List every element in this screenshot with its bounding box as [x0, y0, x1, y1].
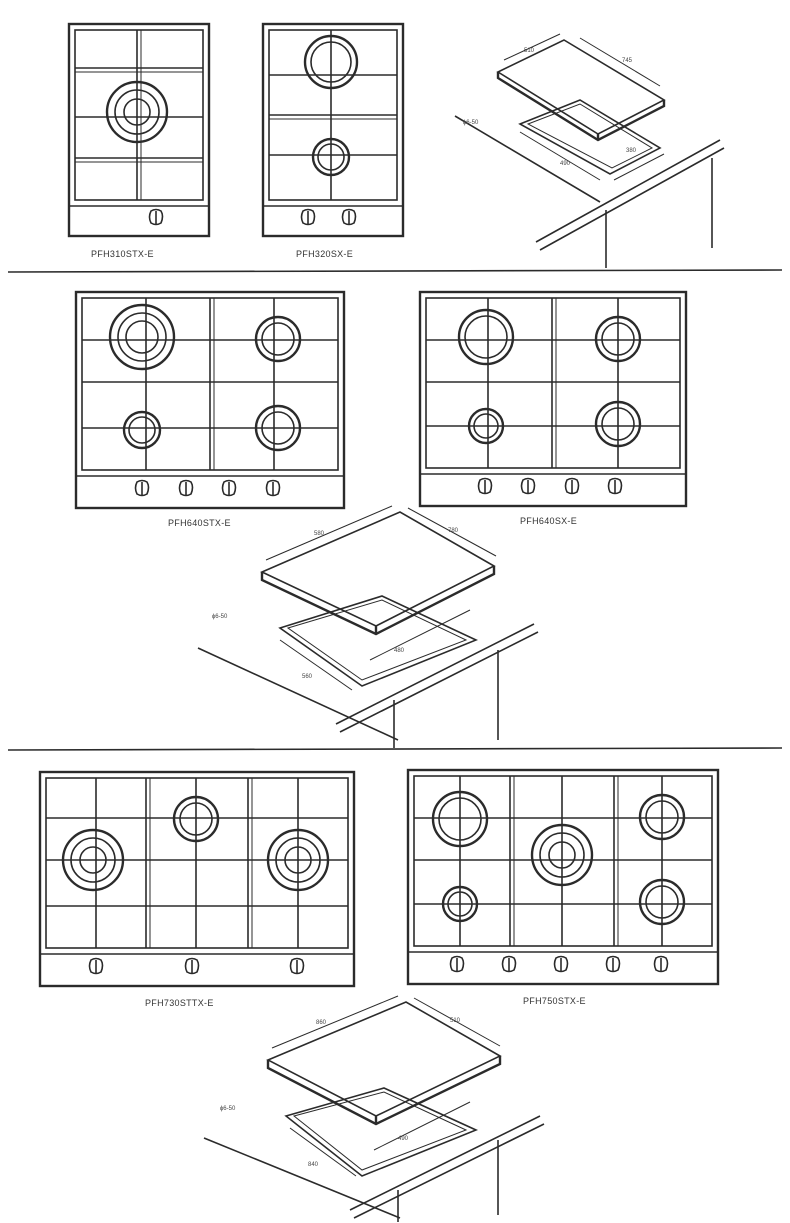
control-knob: [553, 955, 569, 973]
model-label-PFH640STX-E: PFH640STX-E: [168, 518, 231, 528]
hob-two-burner: [261, 22, 405, 238]
section-divider: [7, 747, 783, 751]
dim-label: ɸ6-50: [463, 120, 479, 126]
control-knob: [449, 955, 465, 973]
dim-label: 490: [398, 1136, 409, 1142]
control-knob: [341, 208, 357, 226]
control-knob: [88, 957, 104, 975]
dim-label: 580: [314, 531, 325, 537]
model-label-PFH730STTX-E: PFH730STTX-E: [145, 998, 214, 1008]
control-knob: [265, 479, 281, 497]
dim-label: 745: [622, 58, 633, 64]
dim-label: 840: [308, 1162, 319, 1168]
dim-label: 480: [394, 648, 405, 654]
dim-label: 490: [560, 161, 571, 167]
dim-label: 510: [524, 48, 535, 54]
model-label-PFH750STX-E: PFH750STX-E: [523, 996, 586, 1006]
section-divider: [7, 269, 783, 273]
control-knob: [221, 479, 237, 497]
control-knob: [653, 955, 669, 973]
control-knob: [607, 477, 623, 495]
model-label-PFH640SX-E: PFH640SX-E: [520, 516, 577, 526]
control-knob: [501, 955, 517, 973]
control-knob: [134, 479, 150, 497]
model-label-PFH310STX-E: PFH310STX-E: [91, 249, 154, 259]
control-knob: [148, 208, 164, 226]
cutout-diagram-3: [203, 995, 545, 1222]
control-knob: [300, 208, 316, 226]
dim-label: 560: [302, 674, 313, 680]
control-knob: [477, 477, 493, 495]
dim-label: ɸ6-50: [212, 614, 228, 620]
dim-label: 780: [448, 528, 459, 534]
hob-three-burner: [38, 770, 356, 988]
dim-label: ɸ6-50: [220, 1106, 236, 1112]
control-knob: [178, 479, 194, 497]
control-knob: [289, 957, 305, 975]
hob-five-burner: [406, 768, 720, 986]
control-knob: [520, 477, 536, 495]
hob-single-burner: [67, 22, 211, 238]
model-label-PFH320SX-E: PFH320SX-E: [296, 249, 353, 259]
hob-four-burner-b: [418, 290, 688, 508]
dim-label: 380: [626, 148, 637, 154]
cutout-diagram-1: [454, 33, 725, 268]
dim-label: 510: [450, 1018, 461, 1024]
cutout-diagram-2: [197, 505, 539, 748]
hob-four-burner-a: [74, 290, 346, 510]
control-knob: [184, 957, 200, 975]
control-knob: [605, 955, 621, 973]
control-knob: [564, 477, 580, 495]
dim-label: 860: [316, 1020, 327, 1026]
